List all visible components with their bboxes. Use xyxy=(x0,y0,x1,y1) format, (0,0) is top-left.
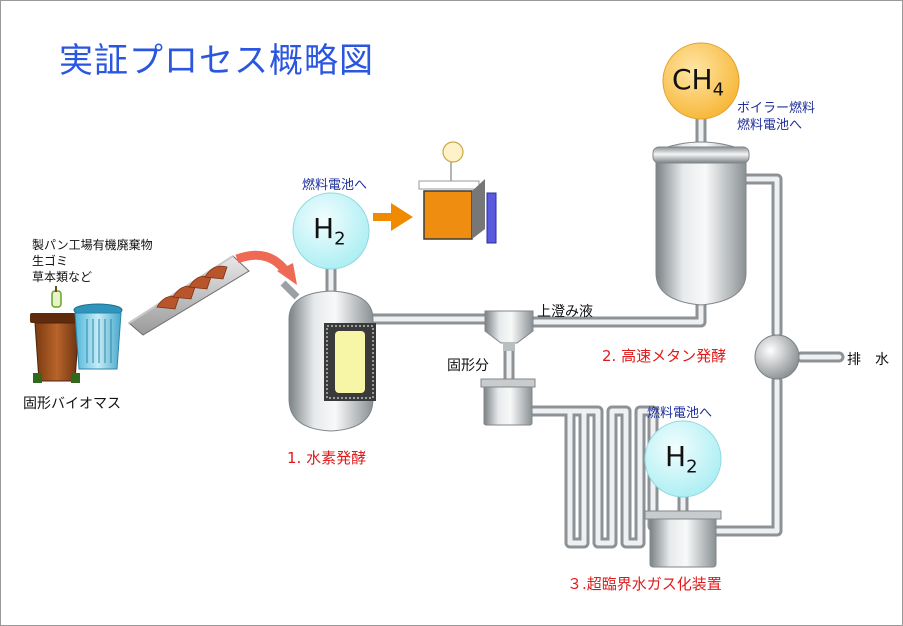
h2-top-formula: H2 xyxy=(313,212,346,250)
feed-arrow-icon xyxy=(235,250,297,285)
feedstock-line: 生ゴミ xyxy=(32,254,69,268)
solid-biomass-label: 固形バイオマス xyxy=(23,396,121,412)
feed-chute-icon xyxy=(128,255,250,336)
gasifier-icon xyxy=(644,510,722,568)
h2-bottom-formula: H2 xyxy=(665,440,698,478)
drain-label: 排 水 xyxy=(847,352,889,368)
step1-label: 1. 水素発酵 xyxy=(287,449,367,467)
pipe-network xyxy=(325,107,845,549)
apple-core-icon xyxy=(51,286,62,308)
ch4-subscript: 4 xyxy=(712,79,725,101)
biomass-bins xyxy=(30,286,123,383)
ch4-destinations: ボイラー燃料 燃料電池へ xyxy=(737,100,815,134)
brown-bin-icon xyxy=(30,313,84,383)
h2-balloon-top-icon xyxy=(292,192,370,270)
solids-label: 固形分 xyxy=(447,358,489,374)
h2-bottom-symbol: H xyxy=(665,440,687,473)
ch4-destination-line: ボイラー燃料 xyxy=(737,101,816,116)
h2-bottom-subscript: 2 xyxy=(686,456,698,478)
ch4-destination-line: 燃料電池へ xyxy=(737,118,803,133)
step3-label: ３.超臨界水ガス化装置 xyxy=(567,575,722,593)
power-arrow-icon xyxy=(373,203,413,231)
ch4-formula: CH4 xyxy=(672,63,724,101)
h2-balloon-bottom-icon xyxy=(644,420,722,498)
page-title: 実証プロセス概略図 xyxy=(59,41,374,81)
blue-bin-icon xyxy=(73,303,123,370)
solids-tank-icon xyxy=(480,378,536,426)
ch4-balloon-icon xyxy=(662,42,740,120)
feedstock-line: 草本類など xyxy=(32,270,93,284)
hydrogen-fermenter-icon xyxy=(280,280,376,432)
h2-bottom-destination: 燃料電池へ xyxy=(647,406,713,421)
feedstock-line: 製パン工場有機廃棄物 xyxy=(32,238,153,252)
step2-label: 2. 高速メタン発酵 xyxy=(602,347,727,365)
h2-top-symbol: H xyxy=(313,212,335,245)
drain-valve-icon xyxy=(754,334,800,380)
ch4-symbol: CH xyxy=(672,63,713,96)
feedstock-list: 製パン工場有機廃棄物 生ゴミ 草本類など xyxy=(32,237,153,285)
separator-icon xyxy=(484,310,534,351)
supernatant-label: 上澄み液 xyxy=(537,304,593,320)
h2-top-subscript: 2 xyxy=(334,228,346,250)
methane-fermenter-icon xyxy=(652,141,750,306)
fuel-cell-icon xyxy=(418,141,497,244)
h2-top-destination: 燃料電池へ xyxy=(302,178,368,193)
